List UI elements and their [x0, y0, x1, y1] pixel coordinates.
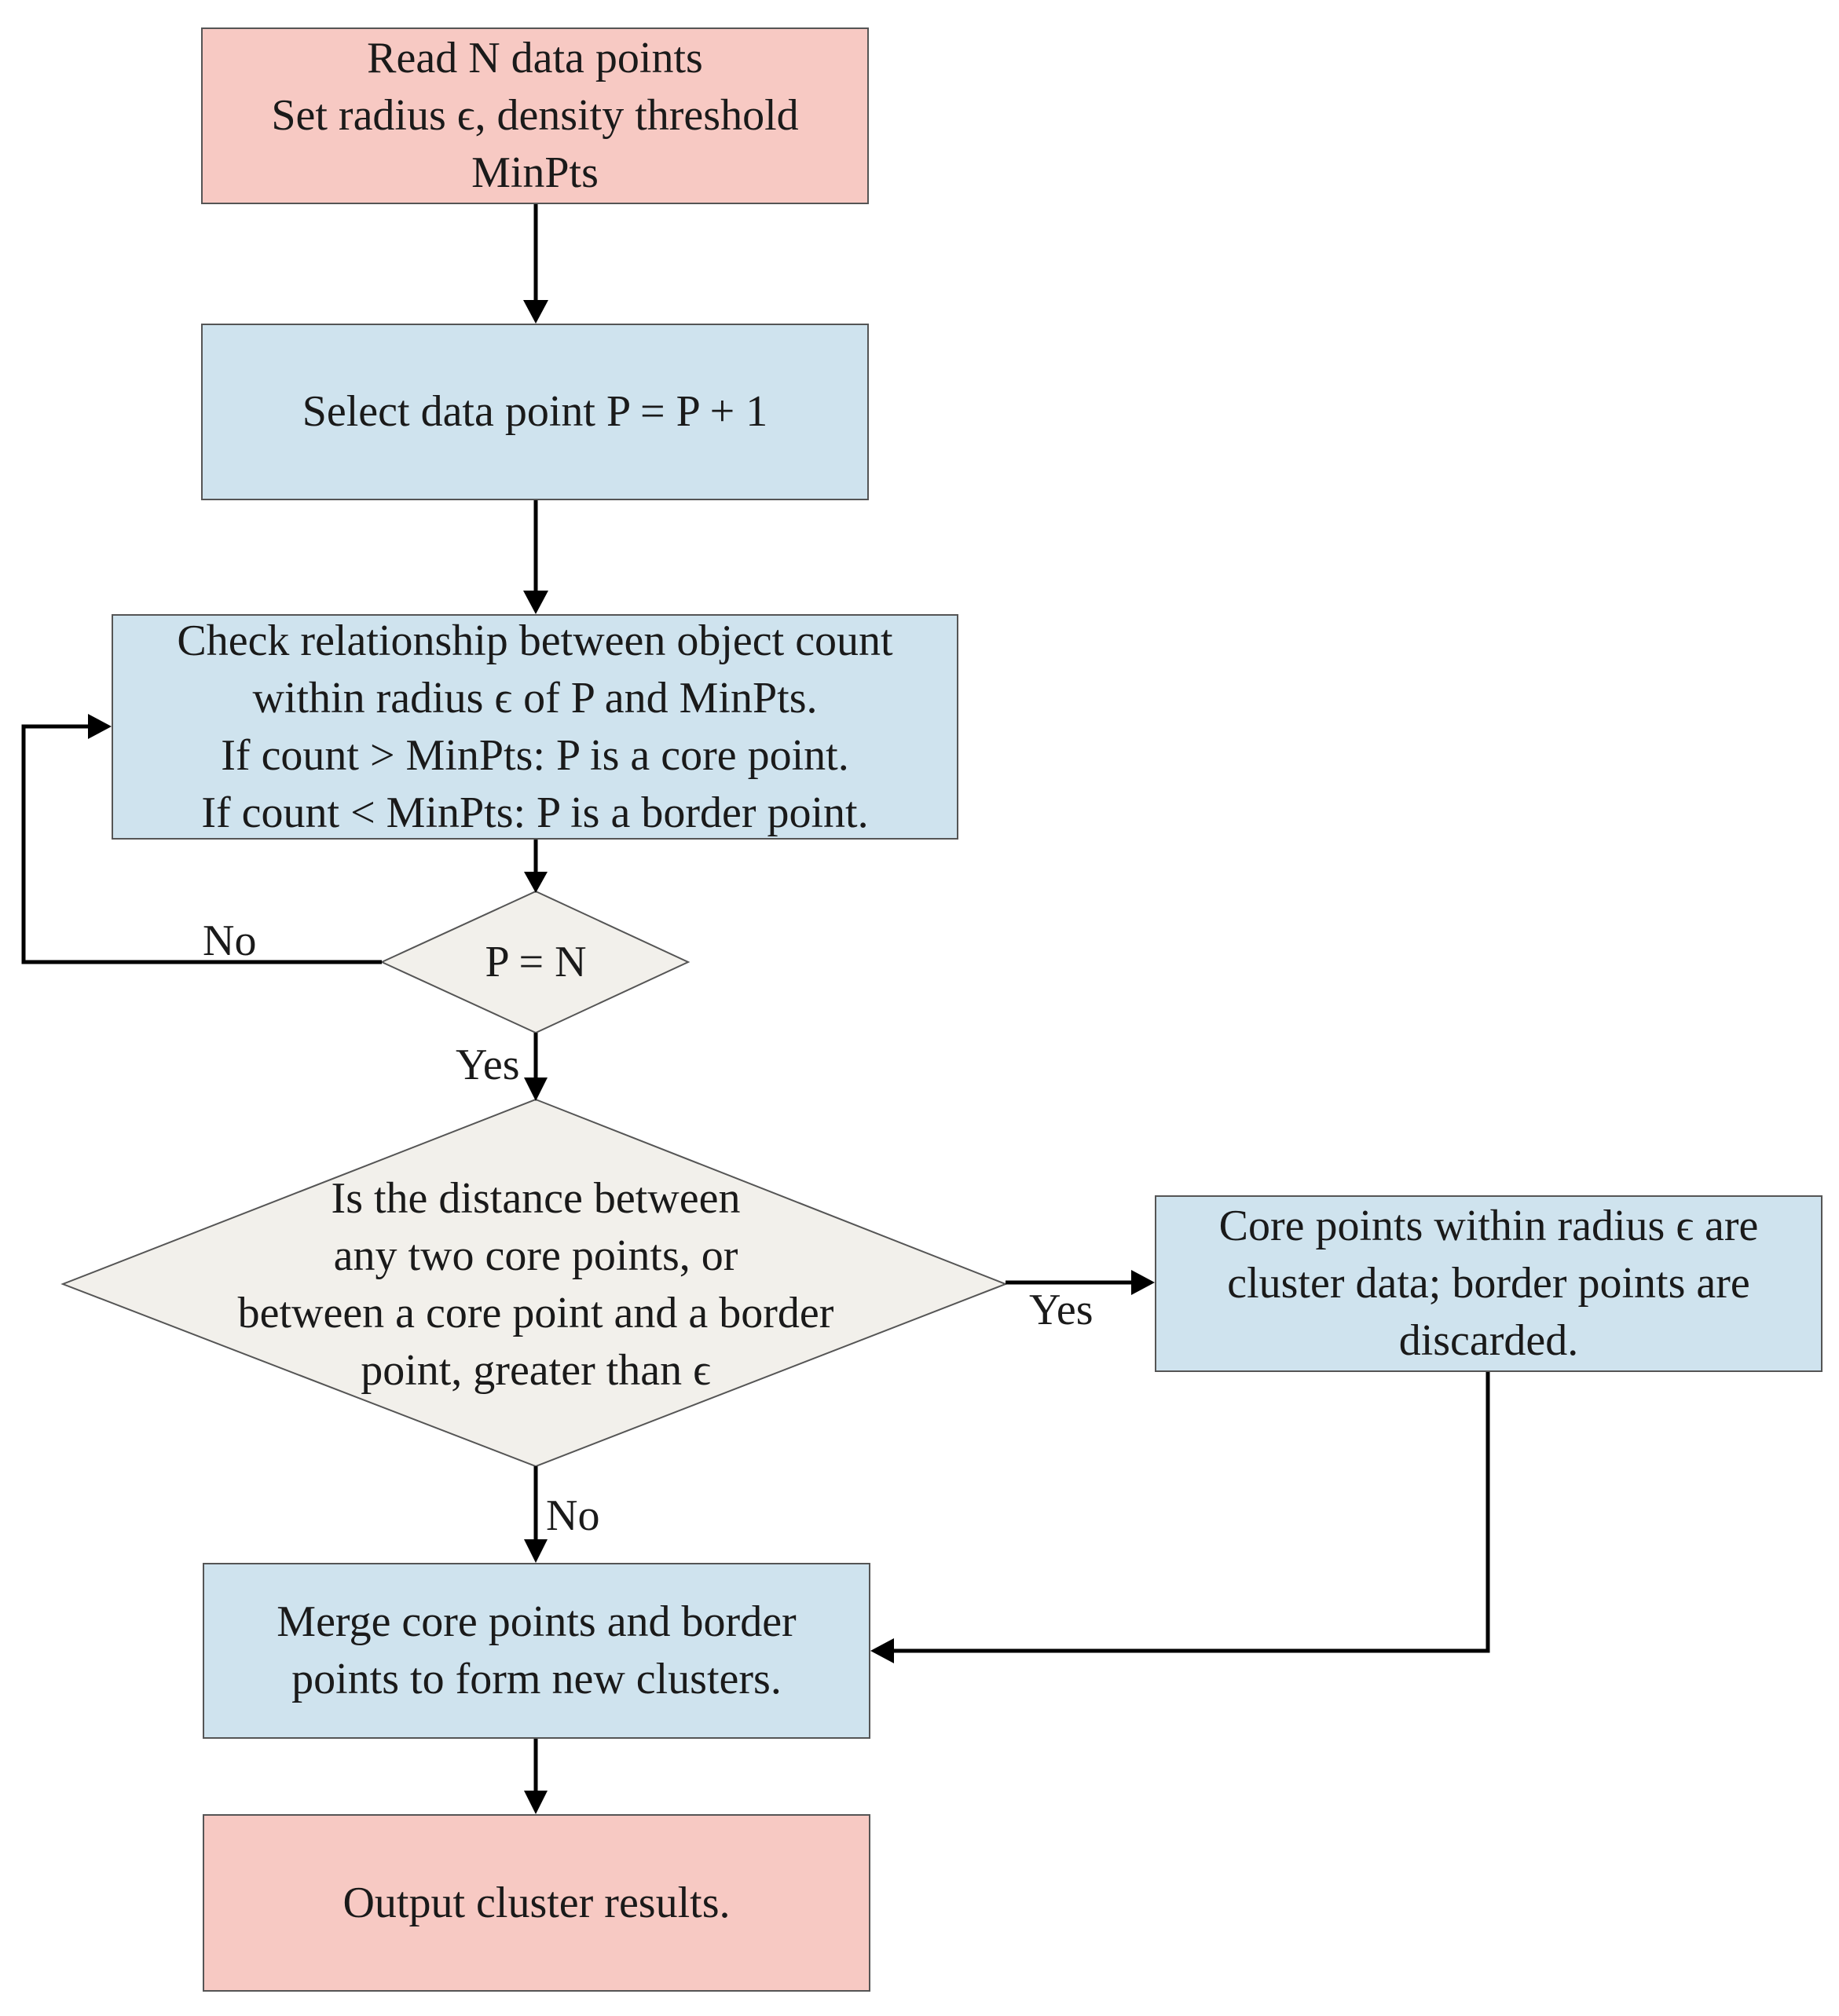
start-node: Read N data points Set radius ϵ, density… [201, 27, 869, 204]
output-node-text: Output cluster results. [343, 1878, 731, 1927]
arrow-merge-to-output [524, 1739, 548, 1814]
label-yes-down: Yes [456, 1041, 520, 1089]
arrow-decision-pn-to-distance [524, 1033, 548, 1101]
arrow-no-loop [21, 714, 382, 964]
select-node: Select data point P = P + 1 [201, 324, 869, 500]
arrow-start-to-select [523, 204, 548, 324]
arrow-core-to-merge [870, 1372, 1490, 1663]
label-yes-right: Yes [1029, 1286, 1094, 1334]
check-node: Check relationship between object count … [112, 614, 958, 840]
arrow-yes-right [1006, 1270, 1155, 1295]
start-node-text: Read N data points Set radius ϵ, density… [271, 34, 799, 197]
decision-distance-text: Is the distance between any two core poi… [237, 1174, 834, 1395]
arrow-no-down [524, 1466, 548, 1563]
label-no-down: No [546, 1491, 600, 1540]
arrow-check-to-decision-pn [524, 840, 548, 893]
check-node-text: Check relationship between object count … [177, 616, 893, 837]
merge-node-text: Merge core points and border points to f… [277, 1597, 797, 1703]
core-cluster-node: Core points within radius ϵ are cluster … [1155, 1195, 1823, 1372]
output-node: Output cluster results. [203, 1814, 870, 1992]
arrow-select-to-check [523, 500, 548, 614]
core-cluster-node-text: Core points within radius ϵ are cluster … [1218, 1202, 1759, 1365]
decision-pn-text: P = N [485, 938, 587, 986]
label-no-loop: No [203, 917, 257, 965]
merge-node: Merge core points and border points to f… [203, 1563, 870, 1739]
select-node-text: Select data point P = P + 1 [302, 387, 768, 436]
